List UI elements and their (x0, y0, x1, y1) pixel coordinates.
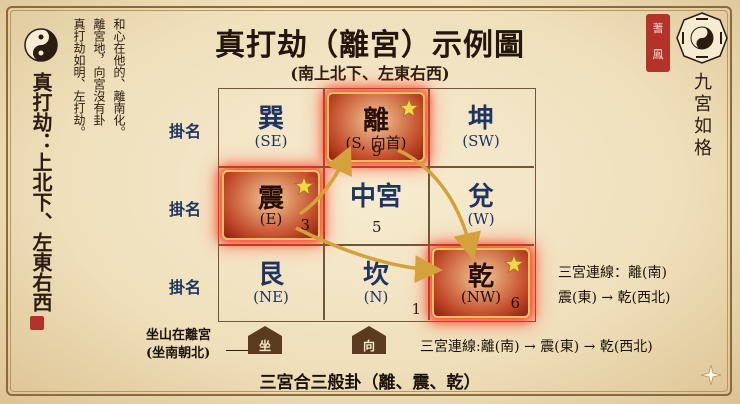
palace-cell: 艮(NE) (218, 244, 324, 322)
grid-line (428, 89, 430, 320)
palace-name: 離 (362, 106, 389, 136)
palace-direction: (W) (467, 210, 495, 228)
inner-frame (10, 10, 728, 392)
sitting-pointer-line (226, 350, 248, 351)
grid-line (219, 244, 534, 246)
row-label-2: 掛名 (168, 200, 201, 219)
palace-cell: 乾(NW) 6 (432, 248, 530, 318)
palace-direction: (NE) (253, 288, 289, 306)
row-label-1: 掛名 (168, 122, 201, 141)
star-icon (294, 176, 314, 196)
small-seal (30, 316, 44, 330)
face-marker-label: 向 (362, 339, 375, 353)
palace-number: 1 (411, 300, 421, 318)
arrow-li-to-qian (397, 148, 481, 261)
palace-cell: 巽(SE) (218, 88, 324, 166)
palace-direction: (S, 向首) (345, 134, 407, 152)
palace-direction: (NW) (460, 288, 502, 306)
palace-name: 艮 (257, 260, 284, 290)
bottom-caption: 三宮合三般卦（離、震、乾） (259, 373, 481, 393)
palace-name: 巽 (257, 104, 284, 134)
seal-char-2: 鳳 (652, 48, 664, 61)
grid-line (219, 166, 534, 168)
palace-direction: (SE) (254, 132, 288, 150)
palace-cell: 中宮 5 (323, 166, 429, 244)
palace-number: 9 (372, 142, 382, 160)
palace-cell: 兌(W) (428, 166, 534, 244)
palace-cell: 震(E) 3 (222, 170, 320, 240)
palace-name: 兌 (467, 182, 494, 212)
page-subtitle: (南上北下、左東右西) (290, 64, 450, 83)
palace-name: 乾 (467, 262, 494, 292)
outer-frame (6, 6, 732, 396)
sparkle-icon (700, 364, 722, 386)
red-seal: 蓍 鳳 (646, 14, 670, 72)
palace-name: 坎 (362, 260, 389, 290)
star-icon (504, 254, 524, 274)
seal-char-1: 蓍 (652, 22, 664, 35)
arrow-zhen-to-qian (295, 226, 443, 284)
bagua-icon (676, 12, 728, 64)
yin-yang-icon (24, 28, 58, 62)
sitting-note-line-2: (坐南朝北) (146, 346, 211, 361)
face-marker-icon: 向 (352, 326, 386, 354)
connection-note-line-2: 震(東) → 乾(西北) (558, 290, 671, 306)
palace-direction: (SW) (462, 132, 500, 150)
palace-cell: 坤(SW) (428, 88, 534, 166)
connection-note-line-1: 三宮連線：離(南) (558, 265, 667, 281)
palace-number: 3 (300, 216, 310, 234)
connection-note-bottom: 三宮連線:離(南) → 震(東) → 乾(西北) (420, 339, 653, 355)
left-vertical-title: 真打劫：上北下、左東右西 (29, 72, 53, 312)
page-title: 真打劫（離宮）示例圖 (215, 28, 525, 63)
palace-name: 坤 (467, 104, 494, 134)
palace-cell: 坎(N) 1 (323, 244, 429, 322)
arrow-zhen-to-li (298, 145, 352, 216)
palace-number: 5 (372, 218, 382, 236)
left-note-1: 和心在他的、離南化。 (112, 18, 126, 138)
grid-line (323, 89, 325, 320)
star-icon (399, 98, 419, 118)
sit-marker-label: 坐 (258, 339, 271, 353)
left-note-2: 離宮地，向宮沒有卦 (92, 18, 106, 126)
palace-direction: (E) (259, 210, 283, 228)
palace-name: 震 (257, 184, 284, 214)
sit-marker-icon: 坐 (248, 326, 282, 354)
nine-palace-grid (218, 88, 536, 322)
row-label-3: 掛名 (168, 278, 201, 297)
right-vertical-title: 九宮如格 (691, 72, 712, 160)
palace-number: 6 (510, 294, 520, 312)
palace-name: 中宮 (349, 182, 402, 212)
sitting-note-line-1: 坐山在離宮 (146, 328, 212, 343)
left-note-3: 真打劫如明、左打劫。 (72, 18, 86, 138)
palace-direction: (N) (363, 288, 389, 306)
